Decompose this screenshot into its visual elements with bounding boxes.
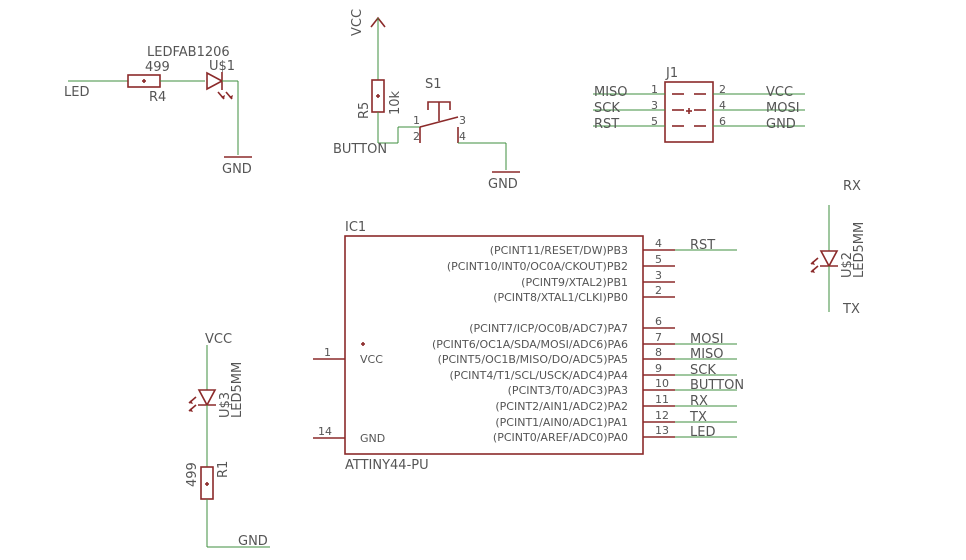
j1-mosi-label: MOSI	[766, 101, 800, 116]
ic1-pin-label: (PCINT0/AREF/ADC0)PA0	[493, 431, 628, 444]
vcc-label-r5: VCC	[350, 9, 365, 36]
ic1-type: ATTINY44-PU	[345, 458, 429, 473]
ic1-pin-number: 13	[655, 424, 669, 437]
r4-name: R4	[149, 90, 166, 105]
s1-pin-4: 4	[459, 130, 466, 143]
j1-miso-label: MISO	[594, 85, 628, 100]
j1-header: J1 MISO SCK RST VCC MOSI GND 1 2 3 4 5 6	[593, 66, 805, 143]
u3-led-symbol[interactable]	[188, 389, 217, 412]
ic1-net-label: SCK	[690, 363, 716, 378]
s1-pin-3: 3	[459, 114, 466, 127]
ic1-pin-number: 7	[655, 331, 662, 344]
j1-sck-label: SCK	[594, 101, 620, 116]
gnd-label-u1: GND	[222, 162, 252, 177]
ic1-pin-label: (PCINT1/AIN0/ADC1)PA1	[495, 416, 628, 429]
ic1-pin-label: (PCINT6/OC1A/SDA/MOSI/ADC6)PA6	[432, 338, 628, 351]
ic1-pin-label: (PCINT9/XTAL2)PB1	[521, 276, 628, 289]
button-circuit: VCC R5 10k S1 1 2 3 4 BUTTON GND	[333, 9, 520, 192]
ic1-net-label: MISO	[690, 347, 724, 362]
ic1-pin-number: 10	[655, 377, 669, 390]
ic1-pin-label: (PCINT2/AIN1/ADC2)PA2	[495, 400, 628, 413]
s1-pin-2: 2	[413, 130, 420, 143]
u2-tx-label: TX	[842, 302, 860, 317]
button-net-label: BUTTON	[333, 142, 387, 157]
ic1-net-label: TX	[689, 410, 707, 425]
ic1-pin-label: (PCINT8/XTAL1/CLKI)PB0	[493, 291, 628, 304]
u1-name: U$1	[209, 59, 235, 74]
ic1-pin-number: 9	[655, 362, 662, 375]
ic1-pin-number: 8	[655, 346, 662, 359]
ic1-pin-14: 14	[318, 425, 332, 438]
ic1-net-label: LED	[690, 425, 715, 440]
ic1-pin-label: (PCINT11/RESET/DW)PB3	[490, 244, 628, 257]
ic1-pin-label: (PCINT3/T0/ADC3)PA3	[508, 384, 628, 397]
s1-name: S1	[425, 77, 442, 92]
ic1-pin-label: (PCINT5/OC1B/MISO/DO/ADC5)PA5	[438, 353, 628, 366]
j1-pin-6: 6	[719, 115, 726, 128]
ic1-pin-number: 3	[655, 269, 662, 282]
j1-pin-3: 3	[651, 99, 658, 112]
gnd-label-s1: GND	[488, 177, 518, 192]
r1-value: 499	[185, 462, 200, 487]
u3-gnd-label: GND	[238, 534, 268, 549]
ic1-pin-label: (PCINT4/T1/SCL/USCK/ADC4)PA4	[450, 369, 628, 382]
led-r4-u1-circuit: LED 499 R4 LEDFAB1206 U$1 GND	[64, 45, 252, 177]
ic1-body[interactable]	[344, 235, 644, 455]
r5-name: R5	[357, 102, 372, 119]
ic1-name: IC1	[345, 220, 366, 235]
ic1-pin-number: 6	[655, 315, 662, 328]
j1-name: J1	[665, 66, 678, 81]
j1-pin-4: 4	[719, 99, 726, 112]
u3-type: LED5MM	[230, 362, 245, 418]
ic1-pin-number: 2	[655, 284, 662, 297]
u2-led-symbol[interactable]	[810, 250, 839, 273]
j1-body[interactable]	[664, 81, 714, 143]
u1-led-symbol[interactable]	[206, 71, 233, 100]
r1-name: R1	[216, 461, 231, 478]
ic1-net-label: MOSI	[690, 332, 724, 347]
ic1-pin-number: 4	[655, 237, 662, 250]
u3-vcc-label: VCC	[205, 332, 232, 347]
ic1-net-label: BUTTON	[690, 378, 744, 393]
j1-pin-2: 2	[719, 83, 726, 96]
u2-name: U$2	[840, 252, 855, 278]
j1-pin-1: 1	[651, 83, 658, 96]
j1-vcc-label: VCC	[766, 85, 793, 100]
ic1-net-label: RX	[690, 394, 708, 409]
u2-rx-label: RX	[843, 179, 861, 194]
j1-gnd-label: GND	[766, 117, 796, 132]
j1-rst-label: RST	[594, 117, 619, 132]
ic1-right-pins: 4 (PCINT11/RESET/DW)PB3 RST 5 (PCINT10/INT0/…	[432, 237, 744, 444]
s1-switch-symbol[interactable]	[419, 101, 459, 143]
ic1-attiny44: IC1 ATTINY44-PU 1 14 VCC GND 4 (PCINT11/R…	[313, 220, 744, 473]
u2-led-circuit: RX TX U$2 LED5MM	[810, 179, 867, 317]
u3-name: U$3	[218, 392, 233, 418]
ic1-vcc-label: VCC	[360, 353, 383, 366]
u3-r1-circuit: VCC U$3 LED5MM 499 R1 GND	[185, 332, 270, 549]
r4-value: 499	[145, 60, 170, 75]
led-net-label: LED	[64, 85, 89, 100]
ic1-pin-number: 5	[655, 253, 662, 266]
ic1-net-label: RST	[690, 238, 715, 253]
ic1-gnd-label: GND	[360, 432, 385, 445]
u2-type: LED5MM	[852, 222, 867, 278]
ic1-pin-1: 1	[324, 346, 331, 359]
ic1-pin-label: (PCINT10/INT0/OC0A/CKOUT)PB2	[447, 260, 628, 273]
ic1-pin-label: (PCINT7/ICP/OC0B/ADC7)PA7	[469, 322, 628, 335]
j1-pin-5: 5	[651, 115, 658, 128]
ic1-pin-number: 11	[655, 393, 669, 406]
ic1-pin-number: 12	[655, 409, 669, 422]
r5-value: 10k	[388, 90, 403, 115]
s1-pin-1: 1	[413, 114, 420, 127]
u1-type: LEDFAB1206	[147, 45, 230, 60]
